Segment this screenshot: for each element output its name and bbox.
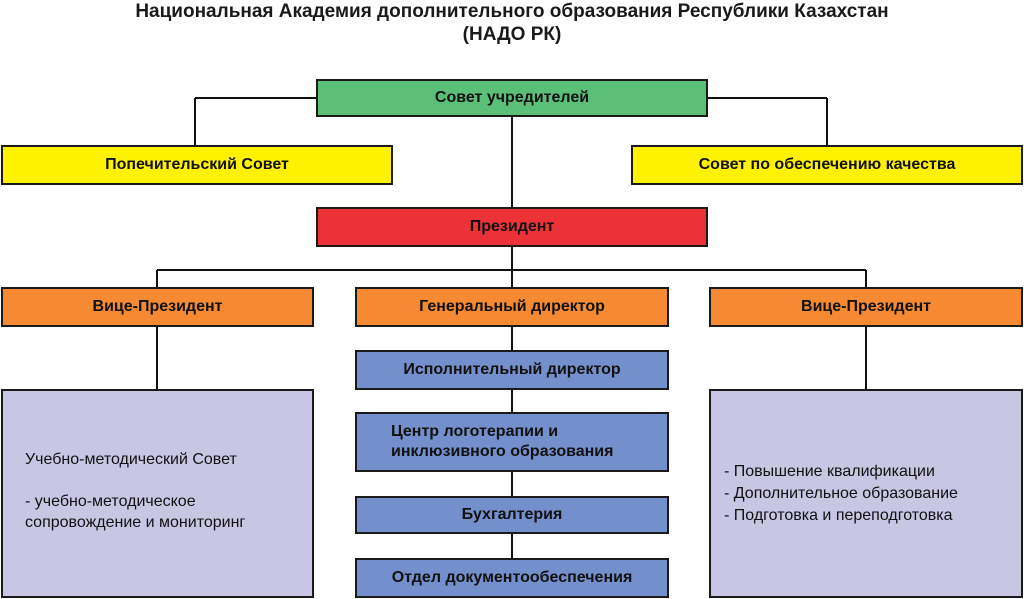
- executive-director-label: Исполнительный директор: [403, 361, 621, 378]
- education-programs-panel: - Повышение квалификации - Дополнительно…: [709, 389, 1023, 598]
- methodical-council-heading: Учебно-методический Совет: [25, 451, 237, 468]
- speech-center-line1: Центр логотерапии и: [391, 423, 559, 440]
- diagram-title-line2: (НАДО РК): [462, 24, 562, 45]
- general-director-box: Генеральный директор: [355, 287, 669, 327]
- executive-director-box: Исполнительный директор: [355, 350, 669, 390]
- quality-council-box: Совет по обеспечению качества: [631, 145, 1023, 185]
- documentation-dept-box: Отдел документообеспечения: [355, 558, 669, 598]
- list-item: - Подготовка и переподготовка: [724, 507, 953, 524]
- methodical-council-line2: сопровождение и мониторинг: [25, 514, 246, 531]
- list-item: - Дополнительное образование: [724, 485, 958, 502]
- speech-center-line2: инклюзивного образования: [391, 443, 614, 460]
- trustee-council-label: Попечительский Совет: [105, 156, 289, 173]
- founders-council-label: Совет учредителей: [434, 89, 590, 106]
- quality-council-label: Совет по обеспечению качества: [698, 156, 956, 173]
- accounting-box: Бухгалтерия: [355, 496, 669, 534]
- speech-center-box: Центр логотерапии и инклюзивного образов…: [355, 412, 669, 472]
- president-box: Президент: [316, 207, 708, 247]
- vice-president-right-label: Вице-Президент: [801, 298, 931, 315]
- methodical-council-line1: - учебно-методическое: [25, 493, 196, 510]
- documentation-dept-label: Отдел документообеспечения: [391, 569, 633, 586]
- vice-president-left-box: Вице-Президент: [1, 287, 314, 327]
- trustee-council-box: Попечительский Совет: [1, 145, 393, 185]
- accounting-label: Бухгалтерия: [461, 506, 563, 523]
- diagram-title-line1: Национальная Академия дополнительного об…: [135, 1, 889, 22]
- president-label: Президент: [469, 218, 555, 235]
- general-director-label: Генеральный директор: [419, 298, 605, 315]
- founders-council-box: Совет учредителей: [316, 79, 708, 117]
- list-item: - Повышение квалификации: [724, 463, 935, 480]
- methodical-council-panel: Учебно-методический Совет - учебно-метод…: [1, 389, 314, 598]
- vice-president-right-box: Вице-Президент: [709, 287, 1023, 327]
- vice-president-left-label: Вице-Президент: [92, 298, 223, 315]
